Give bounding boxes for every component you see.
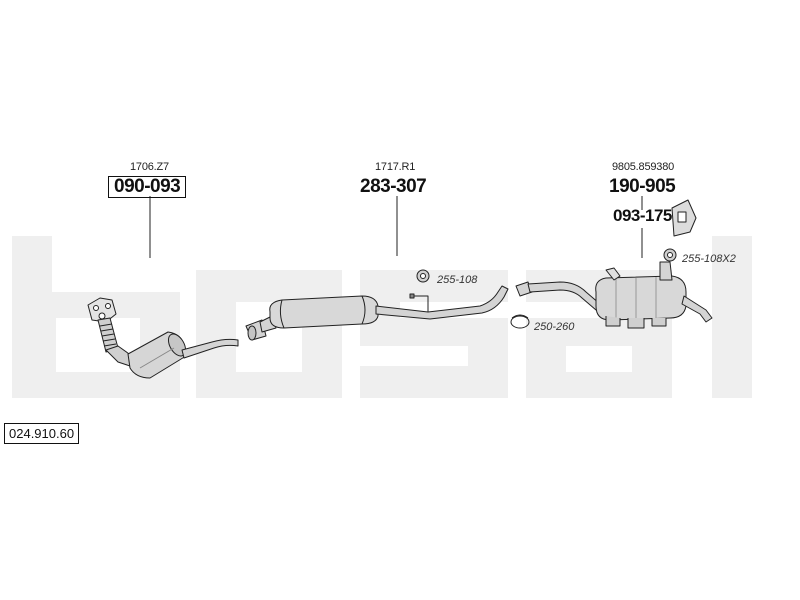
middle-hanger (412, 295, 429, 312)
middle-part-number[interactable]: 283-307 (360, 176, 427, 197)
middle-silencer (269, 295, 379, 329)
rear-silencer (595, 261, 687, 329)
middle-ref-label: 1717.R1 (375, 161, 416, 173)
mount-part-number[interactable]: 093-175 (613, 206, 672, 225)
rear-hanger-bracket (605, 267, 621, 281)
watermark-letter-l (712, 236, 752, 398)
clamp-icon-2 (663, 248, 677, 262)
middle-hanger-pin (409, 293, 415, 299)
watermark-letter-s (360, 270, 508, 398)
rear-ref-label: 9805.859380 (612, 161, 675, 173)
rear-tailpipe (681, 295, 713, 323)
front-part-number[interactable]: 090-093 (108, 176, 187, 198)
front-outlet-pipe (181, 338, 239, 359)
catalog-number: 024.910.60 (4, 423, 80, 444)
catalytic-converter (127, 331, 187, 379)
front-ref-label: 1706.Z7 (130, 161, 169, 173)
clamp-2-label[interactable]: 255-108X2 (682, 253, 736, 265)
front-flange (87, 297, 117, 323)
ring-label[interactable]: 250-260 (534, 321, 575, 333)
clamp-icon-1 (416, 269, 430, 283)
rear-inlet-pipe (515, 281, 601, 311)
ring-icon (510, 314, 530, 329)
clamp-1-label[interactable]: 255-108 (437, 274, 478, 286)
middle-pipe-b (375, 285, 509, 320)
rubber-mount (671, 199, 697, 237)
rear-part-number[interactable]: 190-905 (609, 176, 676, 197)
